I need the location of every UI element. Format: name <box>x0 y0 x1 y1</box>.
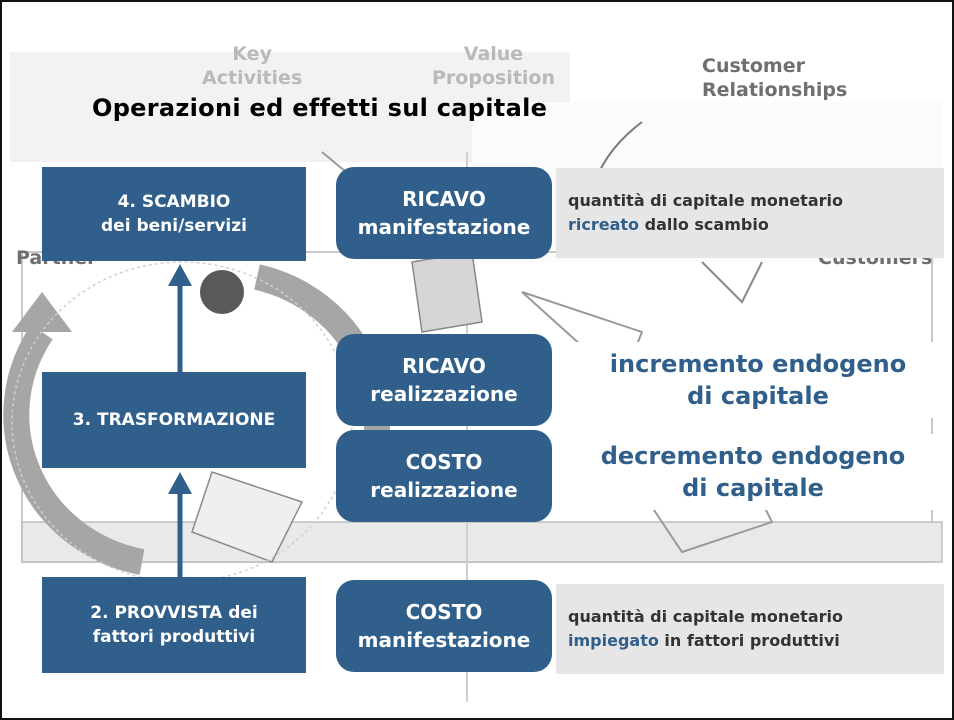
costo-manifestazione-line1: COSTO <box>405 600 483 624</box>
bg-sketch-blob <box>200 270 244 314</box>
ricavo-manifestazione-line1: RICAVO <box>402 187 486 211</box>
callout-incremento-line1: incremento endogeno <box>609 350 907 378</box>
desc-costo-highlight: impiegato <box>568 631 659 650</box>
bg-label-customer: Customer <box>702 55 805 77</box>
costo-realizzazione-line2: realizzazione <box>370 478 518 502</box>
desc-ricavo-highlight: ricreato <box>568 215 640 234</box>
desc-ricavo-line2: ricreato dallo scambio <box>568 213 932 237</box>
bg-label-key-activities: Key Activities <box>202 42 302 90</box>
desc-ricavo-manifestazione: quantità di capitale monetario ricreato … <box>556 168 944 258</box>
ricavo-manifestazione-box: RICAVO manifestazione <box>336 167 552 259</box>
desc-ricavo-rest: dallo scambio <box>639 215 769 234</box>
desc-costo-line1: quantità di capitale monetario <box>568 607 843 626</box>
callout-decremento: decremento endogeno di capitale <box>572 434 934 510</box>
step-provvista-line2: fattori produttivi <box>92 627 256 647</box>
ricavo-realizzazione-line1: RICAVO <box>402 354 486 378</box>
step-trasformazione: 3. TRASFORMAZIONE <box>42 372 306 468</box>
costo-realizzazione-box: COSTO realizzazione <box>336 430 552 522</box>
step-scambio-line2: dei beni/servizi <box>101 216 247 236</box>
callout-decremento-line2: di capitale <box>682 474 824 502</box>
bg-canvas-bottom-ledge <box>21 521 943 563</box>
step-provvista: 2. PROVVISTA dei fattori produttivi <box>42 577 306 673</box>
bg-sketch-figure <box>701 261 763 304</box>
callout-decremento-line1: decremento endogeno <box>600 442 906 470</box>
cycle-ring-left <box>3 324 145 575</box>
arrow-head-to-trasformazione <box>168 472 192 494</box>
callout-incremento-line2: di capitale <box>687 382 829 410</box>
bg-label-value: Value <box>463 43 524 65</box>
ricavo-realizzazione-box: RICAVO realizzazione <box>336 334 552 426</box>
bg-label-proposition: Proposition <box>432 67 555 89</box>
desc-costo-rest: in fattori produttivi <box>658 631 840 650</box>
callout-incremento: incremento endogeno di capitale <box>572 342 944 418</box>
desc-costo-line2: impiegato in fattori produttivi <box>568 629 932 653</box>
costo-manifestazione-box: COSTO manifestazione <box>336 580 552 672</box>
bg-label-customer-relationships: Customer Relationships <box>702 54 847 102</box>
cycle-arrow-head <box>12 292 72 332</box>
costo-manifestazione-line2: manifestazione <box>357 628 531 652</box>
step-trasformazione-label: 3. TRASFORMAZIONE <box>72 410 276 430</box>
step-scambio: 4. SCAMBIO dei beni/servizi <box>42 167 306 261</box>
ricavo-manifestazione-line2: manifestazione <box>357 215 531 239</box>
ricavo-realizzazione-line2: realizzazione <box>370 382 518 406</box>
bg-label-value-proposition: Value Proposition <box>432 42 555 90</box>
bg-label-relationships: Relationships <box>702 79 848 101</box>
arrow-head-to-scambio <box>168 264 192 286</box>
slide-title: Operazioni ed effetti sul capitale <box>92 94 548 122</box>
bg-sketch-document <box>191 471 304 563</box>
bg-label-activities: Activities <box>202 67 303 89</box>
step-scambio-line1: 4. SCAMBIO <box>117 192 231 212</box>
bg-label-key: Key <box>232 43 272 65</box>
costo-realizzazione-line1: COSTO <box>405 450 483 474</box>
desc-ricavo-line1: quantità di capitale monetario <box>568 191 843 210</box>
step-provvista-line1: 2. PROVVISTA dei <box>90 603 258 623</box>
desc-costo-manifestazione: quantità di capitale monetario impiegato… <box>556 584 944 674</box>
bg-sketch-box <box>411 251 483 333</box>
